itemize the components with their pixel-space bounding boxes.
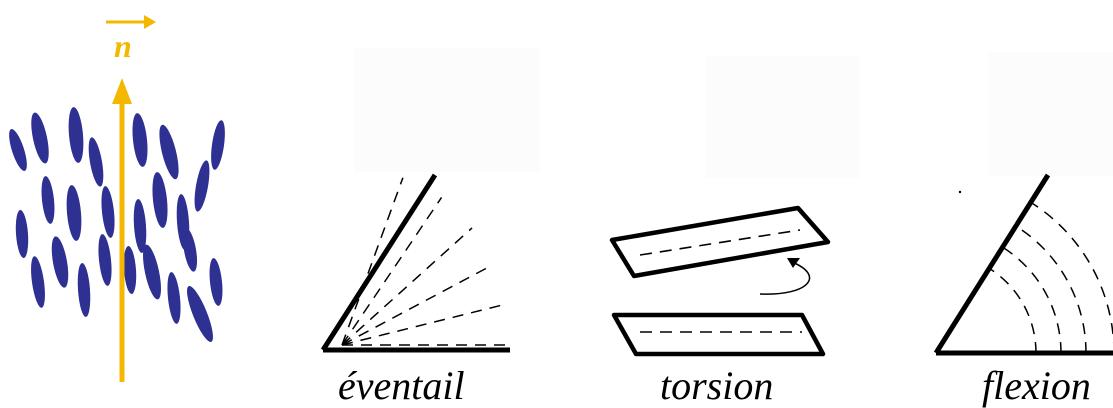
caption-twist: torsion: [660, 363, 774, 408]
bend-dashed-arc: [1030, 201, 1113, 345]
molecule: [194, 160, 210, 212]
splay-dashed-line: [341, 303, 508, 346]
molecule: [159, 124, 179, 180]
ghost-block-3: [988, 52, 1113, 176]
ghost-block-1: [354, 48, 540, 172]
molecule: [9, 128, 27, 172]
molecule: [132, 113, 148, 167]
molecule: [101, 186, 115, 238]
nematic-molecules: [9, 107, 225, 342]
molecule: [167, 272, 181, 324]
bend-dashed-arc: [1015, 225, 1087, 354]
caption-splay: éventail: [338, 363, 465, 408]
twist-bottom-plate: [611, 312, 826, 357]
molecule: [31, 112, 49, 164]
molecule: [41, 176, 55, 224]
splay-diagram: [320, 173, 510, 353]
splay-dashed-line: [341, 177, 404, 346]
ghost-block-2: [706, 56, 860, 178]
splay-dashed-line: [341, 197, 443, 346]
director-arrow: [106, 15, 156, 382]
molecule: [66, 185, 82, 241]
twist-top-plate: [609, 205, 831, 279]
caption-bend: flexion: [982, 363, 1091, 408]
splay-dashed-line: [341, 264, 493, 346]
splay-dashed-line: [341, 227, 473, 346]
director-label: n: [114, 28, 132, 64]
stray-dot: [958, 190, 962, 194]
rotation-arrow-head: [787, 258, 800, 268]
molecule: [209, 258, 223, 306]
molecule: [77, 263, 91, 317]
molecule: [182, 228, 198, 272]
molecule: [98, 234, 112, 286]
twist-top-director: [639, 229, 801, 256]
molecule: [15, 210, 29, 258]
bend-arc-lines: [988, 201, 1113, 354]
molecule: [211, 120, 225, 170]
molecule: [88, 137, 104, 187]
bend-dashed-arc: [988, 267, 1037, 354]
molecule: [68, 107, 84, 163]
twist-diagram: [609, 205, 831, 357]
molecule: [152, 172, 168, 228]
splay-fan-lines: [341, 177, 508, 346]
molecule: [187, 286, 213, 342]
bend-wedge-line: [933, 173, 1051, 355]
bend-diagram: [933, 173, 1113, 356]
bend-dashed-arc: [1002, 246, 1062, 354]
splay-wedge-line: [320, 173, 438, 352]
molecule: [51, 236, 69, 288]
molecule: [123, 246, 137, 294]
molecule: [31, 256, 45, 308]
molecule: [143, 244, 161, 300]
molecule: [133, 199, 147, 253]
rotation-arrow: [759, 261, 811, 295]
